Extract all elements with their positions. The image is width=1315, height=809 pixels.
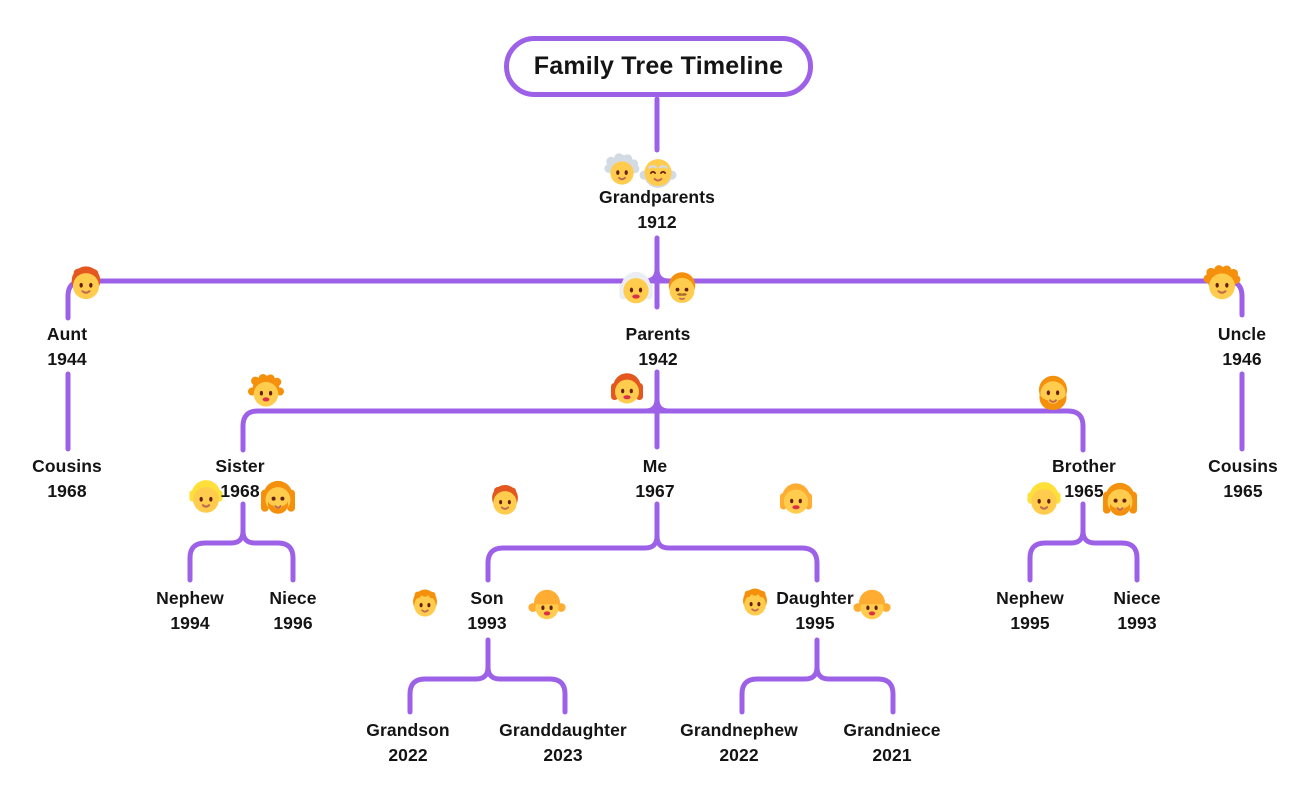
connector-line xyxy=(654,533,820,583)
connector-line xyxy=(1027,528,1086,583)
connector-line xyxy=(240,528,296,583)
man-mustache-icon xyxy=(662,269,702,309)
node-year: 1965 xyxy=(1223,481,1263,501)
connector-line xyxy=(1080,528,1140,583)
woman-beard-icon xyxy=(1099,479,1141,521)
tree-node-grandniece: Grandniece 2021 xyxy=(843,718,940,768)
node-year: 1965 xyxy=(1064,481,1104,501)
connector-line xyxy=(739,664,820,715)
boy-child-icon xyxy=(406,585,444,623)
node-year: 1993 xyxy=(467,613,507,633)
node-label: Niece xyxy=(1113,588,1161,608)
node-year: 1993 xyxy=(1117,613,1157,633)
tree-node-sister: Sister 1968 xyxy=(215,454,264,504)
person-blond-hair-icon xyxy=(185,477,227,519)
node-year: 2022 xyxy=(388,745,428,765)
node-year: 1995 xyxy=(1010,613,1050,633)
node-label: Uncle xyxy=(1217,324,1267,344)
older-woman-icon xyxy=(602,151,642,191)
node-year: 1967 xyxy=(635,481,675,501)
tree-node-granddaughter: Granddaughter 2023 xyxy=(499,718,627,768)
node-label: Me xyxy=(642,456,668,476)
connector-line xyxy=(65,278,1245,321)
woman-curly-hair-icon xyxy=(246,372,286,412)
node-label: Grandparents xyxy=(599,187,715,207)
tree-node-grandnephew: Grandnephew 2022 xyxy=(680,718,798,768)
girl-icon xyxy=(527,586,567,626)
node-year: 1942 xyxy=(638,349,678,369)
node-year: 2023 xyxy=(543,745,583,765)
tree-node-aunt: Aunt 1944 xyxy=(47,322,87,372)
tree-node-brother: Brother 1965 xyxy=(1052,454,1116,504)
connector-line xyxy=(654,266,672,284)
boy-child-icon xyxy=(736,584,774,622)
node-label: Granddaughter xyxy=(499,720,627,740)
connector-line xyxy=(814,664,896,715)
older-man-icon xyxy=(637,151,679,193)
connector-line xyxy=(654,396,672,414)
woman-white-hair-icon xyxy=(615,268,657,310)
node-label: Son xyxy=(470,588,504,608)
node-label: Parents xyxy=(625,324,691,344)
node-year: 1946 xyxy=(1222,349,1262,369)
node-label: Aunt xyxy=(46,324,88,344)
page-title: Family Tree Timeline xyxy=(533,52,784,80)
person-blond-hair-icon xyxy=(1023,479,1065,521)
person-curly-hair-icon xyxy=(1201,263,1243,305)
node-year: 1968 xyxy=(47,481,87,501)
node-year: 1912 xyxy=(637,212,677,232)
person-red-hair-icon xyxy=(65,263,107,305)
tree-node-niece-left: Niece 1996 xyxy=(269,586,316,636)
connector-line xyxy=(407,664,491,715)
node-label: Nephew xyxy=(996,588,1064,608)
tree-node-nephew-left: Nephew 1994 xyxy=(156,586,224,636)
node-year: 1994 xyxy=(170,613,210,633)
node-year: 2021 xyxy=(872,745,912,765)
tree-node-nephew-right: Nephew 1995 xyxy=(996,586,1064,636)
node-label: Daughter xyxy=(776,588,854,608)
node-label: Cousins xyxy=(32,456,102,476)
tree-node-grandparents: Grandparents 1912 xyxy=(599,185,715,235)
tree-node-parents: Parents 1942 xyxy=(626,322,691,372)
tree-node-son: Son 1993 xyxy=(467,586,506,636)
node-year: 1968 xyxy=(220,481,260,501)
node-label: Brother xyxy=(1052,456,1116,476)
node-year: 1944 xyxy=(47,349,87,369)
node-year: 1995 xyxy=(795,613,835,633)
connector-line xyxy=(485,533,660,583)
node-label: Cousins xyxy=(1208,456,1278,476)
connector-line xyxy=(187,528,246,583)
connector-line xyxy=(240,408,1086,453)
tree-node-uncle: Uncle 1946 xyxy=(1218,322,1266,372)
girl-icon xyxy=(852,586,892,626)
tree-node-cousins-left: Cousins 1968 xyxy=(32,454,102,504)
woman-beard-icon xyxy=(257,477,299,519)
node-year: 1996 xyxy=(273,613,313,633)
node-label: Grandson xyxy=(366,720,450,740)
woman-blond-hair-icon xyxy=(776,480,816,520)
node-label: Nephew xyxy=(156,588,224,608)
node-label: Niece xyxy=(269,588,317,608)
node-label: Grandnephew xyxy=(680,720,798,740)
node-year: 2022 xyxy=(719,745,759,765)
tree-node-cousins-right: Cousins 1965 xyxy=(1208,454,1278,504)
person-red-hair-icon xyxy=(486,482,524,520)
tree-node-daughter: Daughter 1995 xyxy=(776,586,854,636)
tree-node-me: Me 1967 xyxy=(635,454,674,504)
node-label: Grandniece xyxy=(843,720,941,740)
node-label: Sister xyxy=(215,456,265,476)
tree-node-grandson: Grandson 2022 xyxy=(366,718,449,768)
tree-node-niece-right: Niece 1993 xyxy=(1113,586,1160,636)
connector-line xyxy=(485,664,568,715)
title-box: Family Tree Timeline xyxy=(504,36,813,97)
woman-red-hair-icon xyxy=(607,370,647,410)
man-beard-icon xyxy=(1032,372,1074,414)
